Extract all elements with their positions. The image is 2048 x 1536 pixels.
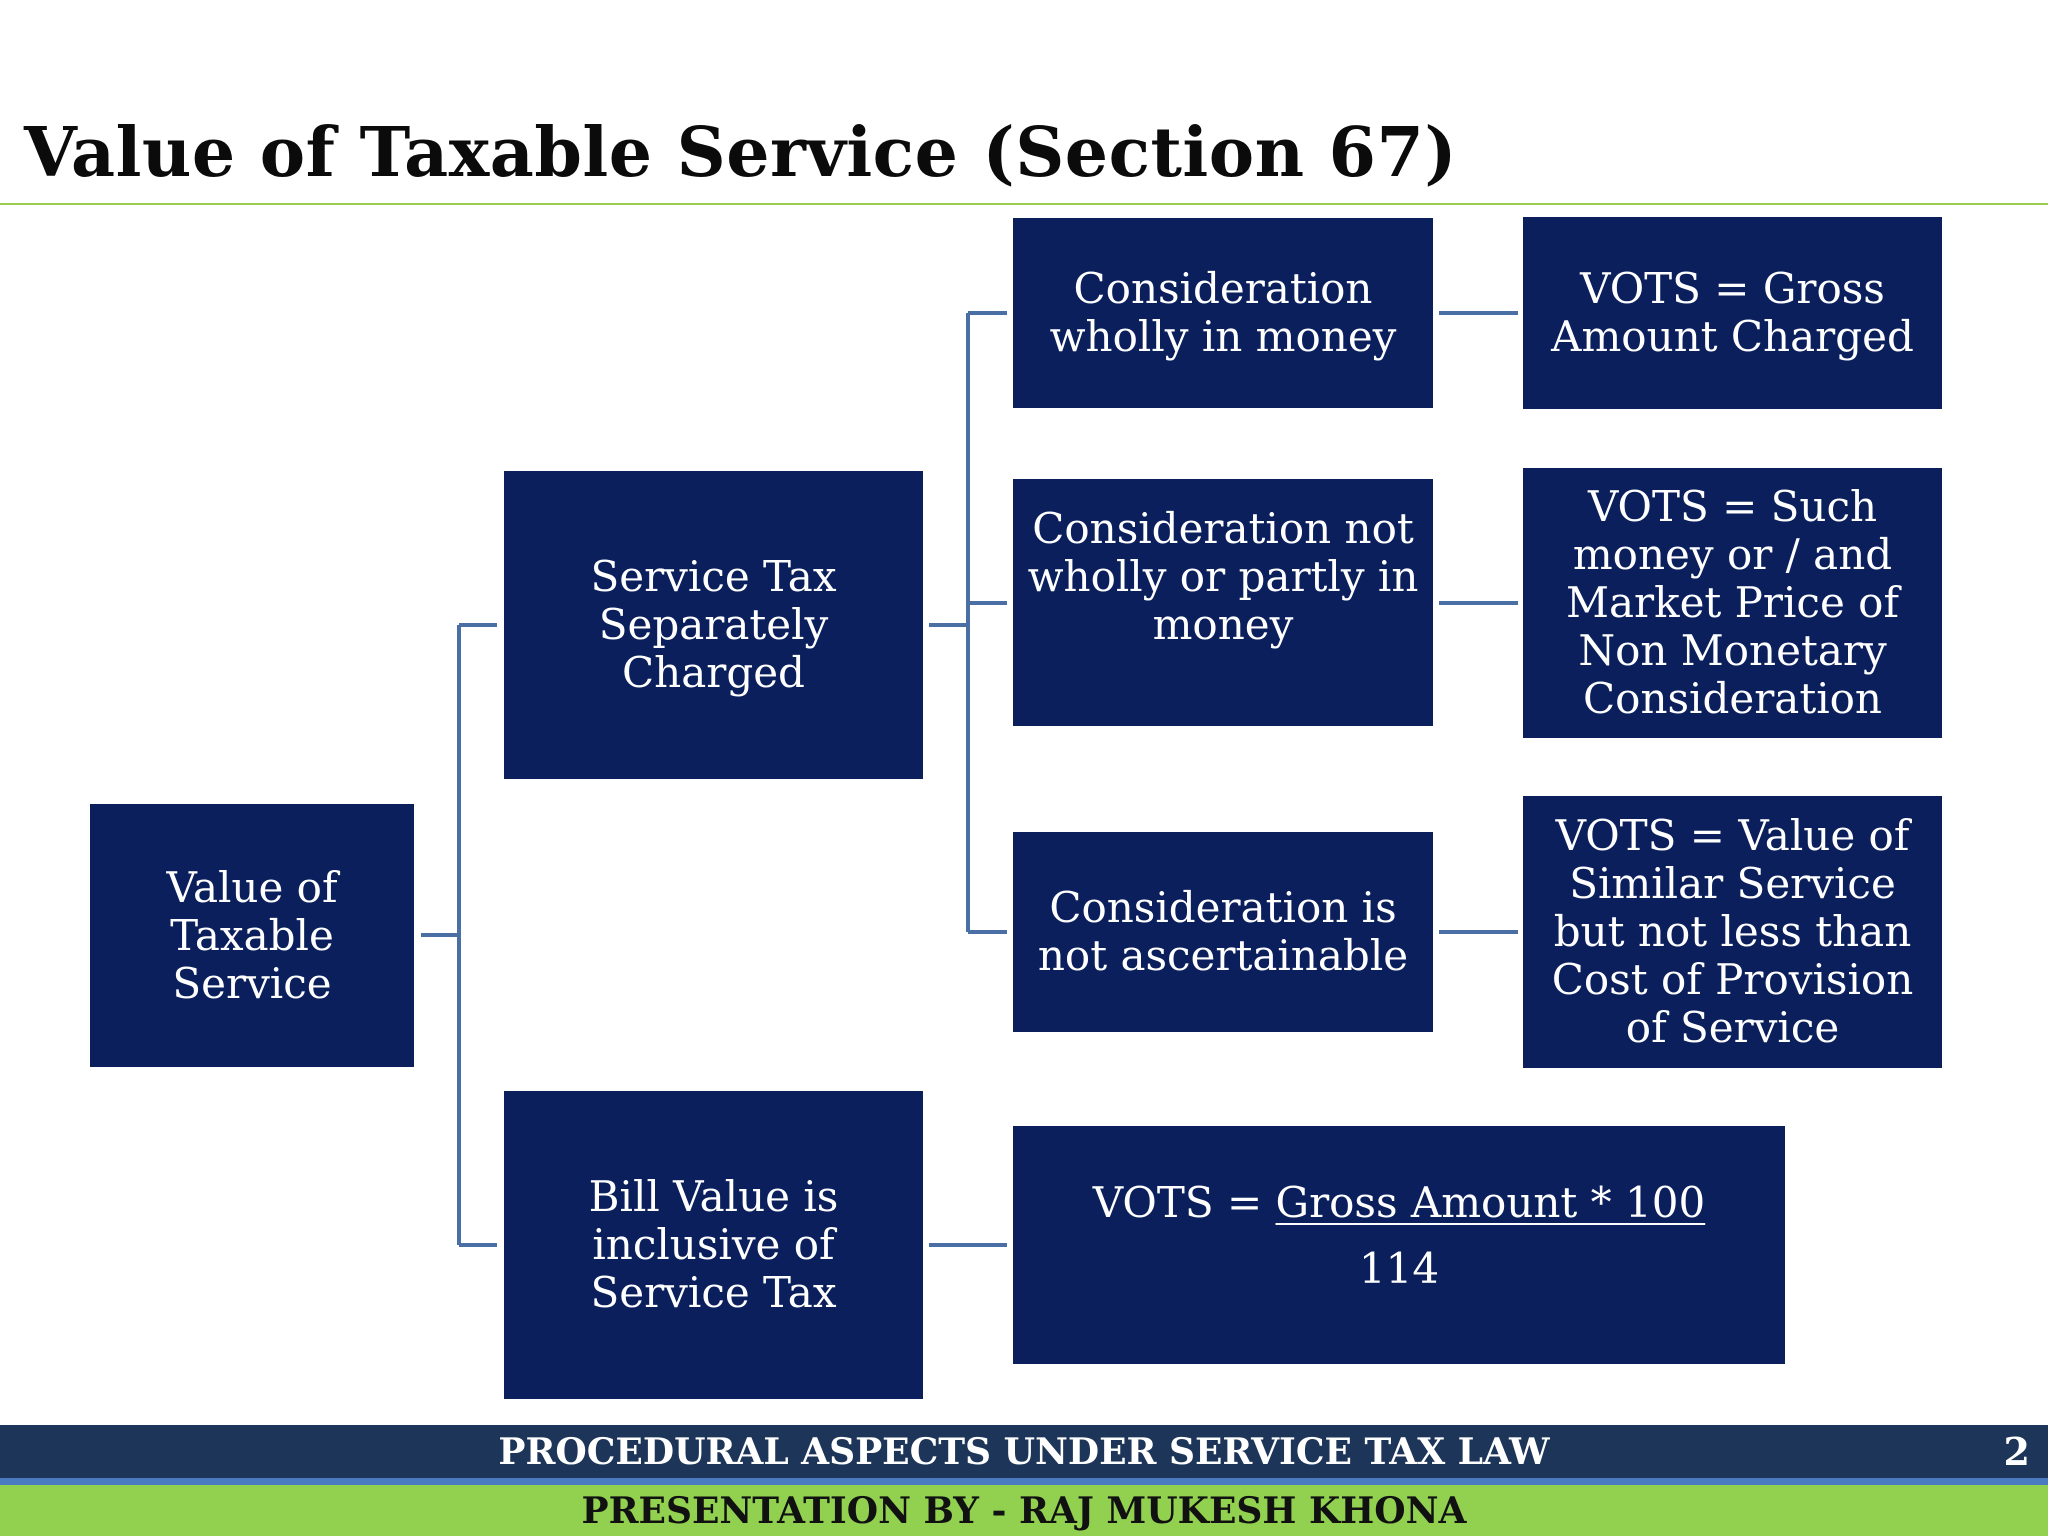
node-consideration-not-ascertainable: Consideration is not ascertainable	[1013, 832, 1433, 1032]
formula-numerator: Gross Amount * 100	[1275, 1178, 1706, 1227]
node-bill-value-inclusive: Bill Value is inclusive of Service Tax	[504, 1091, 923, 1399]
node-vots-market-price: VOTS = Such money or / and Market Price …	[1523, 468, 1942, 738]
node-consideration-wholly-in-money: Consideration wholly in money	[1013, 218, 1433, 408]
slide-title: Value of Taxable Service (Section 67)	[24, 113, 1457, 193]
footer-presenter-bar: PRESENTATION BY - RAJ MUKESH KHONA	[0, 1485, 2048, 1536]
node-consideration-partly-in-money: Consideration not wholly or partly in mo…	[1013, 479, 1433, 726]
node-vots-similar-service: VOTS = Value of Similar Service but not …	[1523, 796, 1942, 1068]
page-number: 2	[2003, 1429, 2030, 1474]
formula-prefix: VOTS =	[1092, 1178, 1276, 1227]
node-value-of-taxable-service: Value of Taxable Service	[90, 804, 414, 1067]
formula-line: VOTS = Gross Amount * 100	[1093, 1179, 1705, 1227]
footer-title-bar: PROCEDURAL ASPECTS UNDER SERVICE TAX LAW	[0, 1425, 2048, 1478]
footer-title: PROCEDURAL ASPECTS UNDER SERVICE TAX LAW	[498, 1430, 1550, 1473]
title-divider	[0, 203, 2048, 205]
node-vots-gross-amount: VOTS = Gross Amount Charged	[1523, 217, 1942, 409]
footer-presenter: PRESENTATION BY - RAJ MUKESH KHONA	[581, 1489, 1467, 1532]
formula-denominator: 114	[1358, 1244, 1440, 1293]
node-service-tax-separately-charged: Service Tax Separately Charged	[504, 471, 923, 779]
footer-separator	[0, 1478, 2048, 1485]
node-vots-formula: VOTS = Gross Amount * 100 114	[1013, 1126, 1785, 1364]
